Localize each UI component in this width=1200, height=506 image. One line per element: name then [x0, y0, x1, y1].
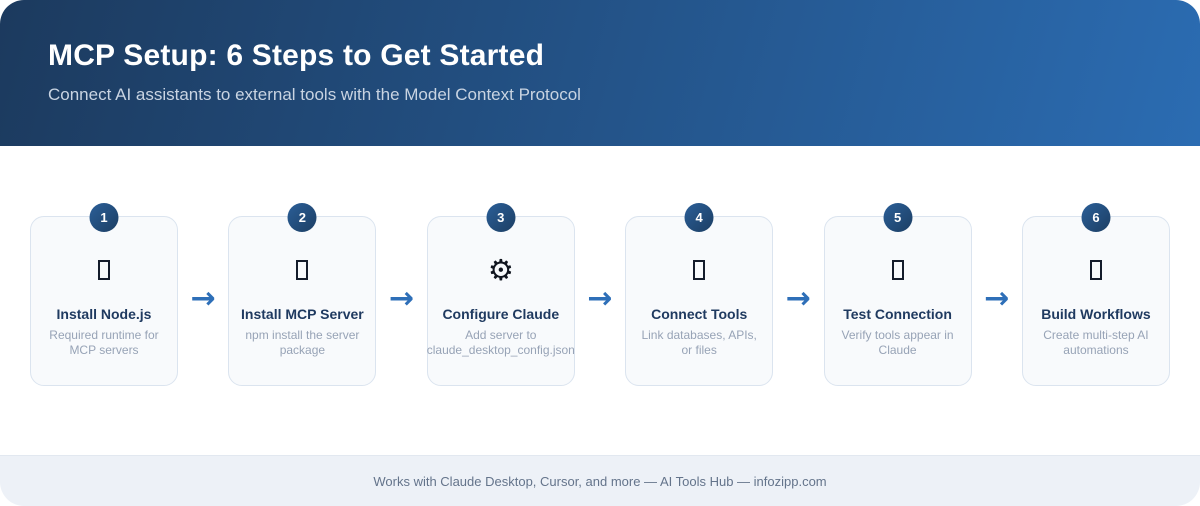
step-card: 1 Install Node.js Required runtime for M… — [30, 202, 178, 386]
missing-glyph-icon — [98, 259, 110, 280]
missing-glyph-icon — [693, 259, 706, 280]
step-title: Test Connection — [843, 305, 952, 322]
step-description: Add server to claude_desktop_config.json — [426, 327, 575, 358]
step-number-badge: 2 — [287, 202, 317, 232]
step-icon-slot — [296, 255, 309, 285]
step-icon-slot — [98, 255, 110, 285]
arrow-right-icon: → — [587, 280, 613, 316]
step-card: 3 ⚙ Configure Claude Add server to claud… — [426, 202, 575, 386]
page-title: MCP Setup: 6 Steps to Get Started — [48, 39, 545, 72]
arrow-right-icon: → — [785, 280, 811, 316]
step-card: 5 Test Connection Verify tools appear in… — [823, 202, 972, 386]
step-title: Configure Claude — [442, 305, 560, 322]
missing-glyph-icon — [891, 259, 904, 280]
step-card: 6 Build Workflows Create multi-step AI a… — [1021, 202, 1170, 386]
step-number-badge: 5 — [883, 202, 913, 232]
step-number-badge: 1 — [89, 202, 119, 232]
step-description: Create multi-step AI automations — [1043, 327, 1149, 358]
step-title: Build Workflows — [1041, 305, 1151, 322]
step-number-badge: 4 — [684, 202, 714, 232]
step-card: 4 Connect Tools Link databases, APIs, or… — [625, 202, 774, 386]
arrow-right-icon: → — [984, 280, 1010, 316]
missing-glyph-icon — [1089, 259, 1102, 280]
gear-icon: ⚙ — [487, 252, 514, 287]
steps-row: 1 Install Node.js Required runtime for M… — [0, 146, 1200, 455]
footer-text: Works with Claude Desktop, Cursor, and m… — [373, 473, 827, 489]
step-icon-slot — [891, 255, 904, 285]
step-description: Required runtime for MCP servers — [49, 327, 159, 358]
step-number-badge: 6 — [1081, 202, 1111, 232]
step-description: Verify tools appear in Claude — [841, 327, 954, 358]
header-banner: MCP Setup: 6 Steps to Get Started Connec… — [0, 0, 1200, 146]
step-number-badge: 3 — [486, 202, 516, 232]
step-icon-slot: ⚙ — [488, 255, 514, 285]
step-title: Connect Tools — [651, 305, 748, 322]
page-subtitle: Connect AI assistants to external tools … — [48, 85, 581, 104]
step-title: Install MCP Server — [241, 305, 364, 322]
footer-bar: Works with Claude Desktop, Cursor, and m… — [0, 455, 1200, 506]
step-title: Install Node.js — [56, 305, 152, 322]
arrow-right-icon: → — [389, 280, 415, 316]
step-icon-slot — [1089, 255, 1102, 285]
step-card: 2 Install MCP Server npm install the ser… — [228, 202, 377, 386]
step-description: Link databases, APIs, or files — [641, 327, 757, 358]
arrow-right-icon: → — [190, 280, 216, 316]
step-icon-slot — [693, 255, 706, 285]
missing-glyph-icon — [296, 259, 309, 280]
step-description: npm install the server package — [245, 327, 360, 358]
